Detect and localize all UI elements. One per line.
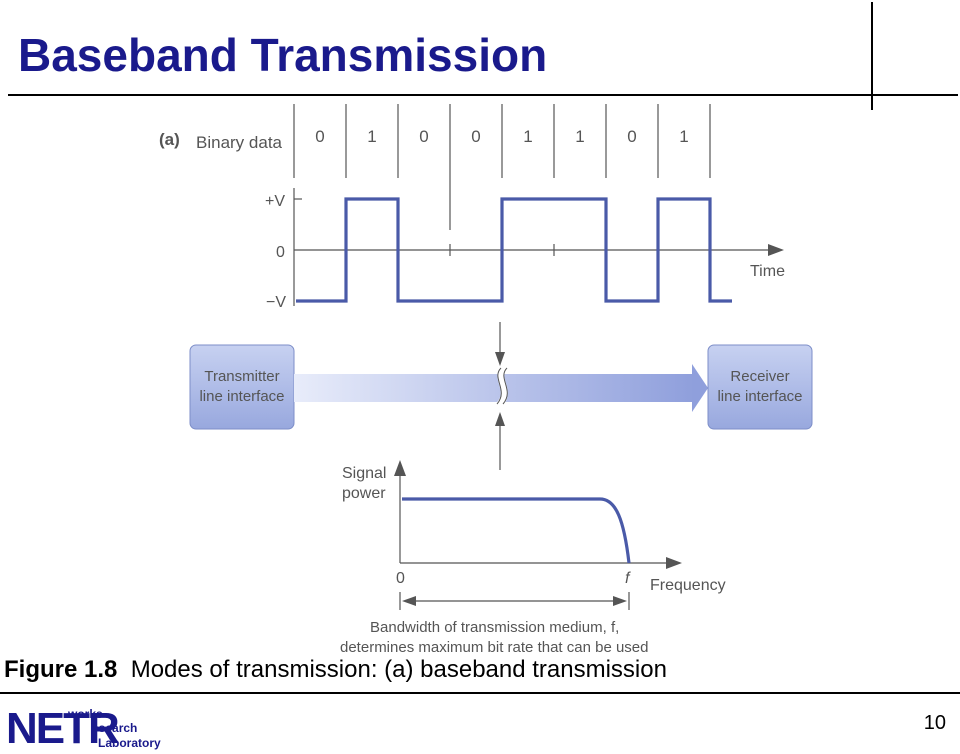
- channel-break-mark: [497, 365, 508, 407]
- figure-number: Figure 1.8: [4, 656, 118, 683]
- netrl-logo: NETR works esearch Laboratory: [6, 706, 166, 752]
- bit-value: 1: [679, 127, 688, 146]
- logo-word-laboratory: Laboratory: [98, 736, 161, 750]
- nrz-waveform: [296, 197, 732, 303]
- bit-value: 0: [419, 127, 428, 146]
- channel-arrow-body: [294, 374, 694, 402]
- frequency-axis-arrowhead: [666, 557, 682, 569]
- bit-value: 1: [367, 127, 376, 146]
- frequency-axis-label: Frequency: [650, 577, 726, 594]
- binary-data-label: Binary data: [196, 133, 283, 152]
- bit-dividers: [293, 104, 711, 230]
- time-axis-arrowhead: [768, 244, 784, 256]
- slide-title: Baseband Transmission: [18, 29, 548, 81]
- level-high-label: +V: [265, 193, 285, 210]
- bandwidth-note-line2: determines maximum bit rate that can be …: [340, 639, 648, 656]
- footer-rule: [0, 692, 960, 694]
- receiver-box: [707, 344, 813, 430]
- transmitter-box: [189, 344, 295, 430]
- power-axis-arrowhead: [394, 460, 406, 476]
- title-underline: [8, 94, 958, 96]
- figure-caption: Figure 1.8 Modes of transmission: (a) ba…: [4, 656, 667, 684]
- bit-value: 0: [471, 127, 480, 146]
- figure-caption-text: Modes of transmission: (a) baseband tran…: [130, 656, 667, 683]
- bit-value: 1: [575, 127, 584, 146]
- signal-power-label-line1: Signal: [342, 465, 386, 482]
- level-zero-label: 0: [276, 244, 285, 261]
- bandwidth-arrow-right: [613, 596, 627, 606]
- bit-value: 1: [523, 127, 532, 146]
- receiver-label-line2: line interface: [717, 388, 802, 405]
- bandwidth-note-line1: Bandwidth of transmission medium, f,: [370, 619, 619, 636]
- logo-letters: NETR: [6, 704, 120, 753]
- transmitter-label-line2: line interface: [199, 388, 284, 405]
- spectrum-curve: [402, 497, 631, 564]
- part-label: (a): [159, 130, 180, 149]
- time-label: Time: [750, 263, 785, 280]
- corner-vertical-line: [871, 2, 873, 110]
- frequency-zero-label: 0: [396, 570, 405, 587]
- logo-word-works: works: [68, 707, 103, 721]
- level-low-label: −V: [266, 294, 286, 311]
- pointer-arrow-up-head: [495, 412, 505, 426]
- channel-break-mark-outline: [496, 367, 508, 405]
- bit-value: 0: [315, 127, 324, 146]
- receiver-label-line1: Receiver: [730, 368, 789, 385]
- frequency-f-label: f: [625, 570, 631, 587]
- logo-word-research: esearch: [92, 721, 138, 735]
- page-number: 10: [923, 712, 946, 734]
- channel-arrow-head: [692, 364, 708, 412]
- bit-values: 0 1 0 0 1 1 0 1: [315, 127, 688, 146]
- bit-value: 0: [627, 127, 636, 146]
- pointer-arrow-down-head: [495, 352, 505, 366]
- bandwidth-arrow-left: [402, 596, 416, 606]
- transmitter-label-line1: Transmitter: [204, 368, 279, 385]
- signal-power-label-line2: power: [342, 485, 386, 502]
